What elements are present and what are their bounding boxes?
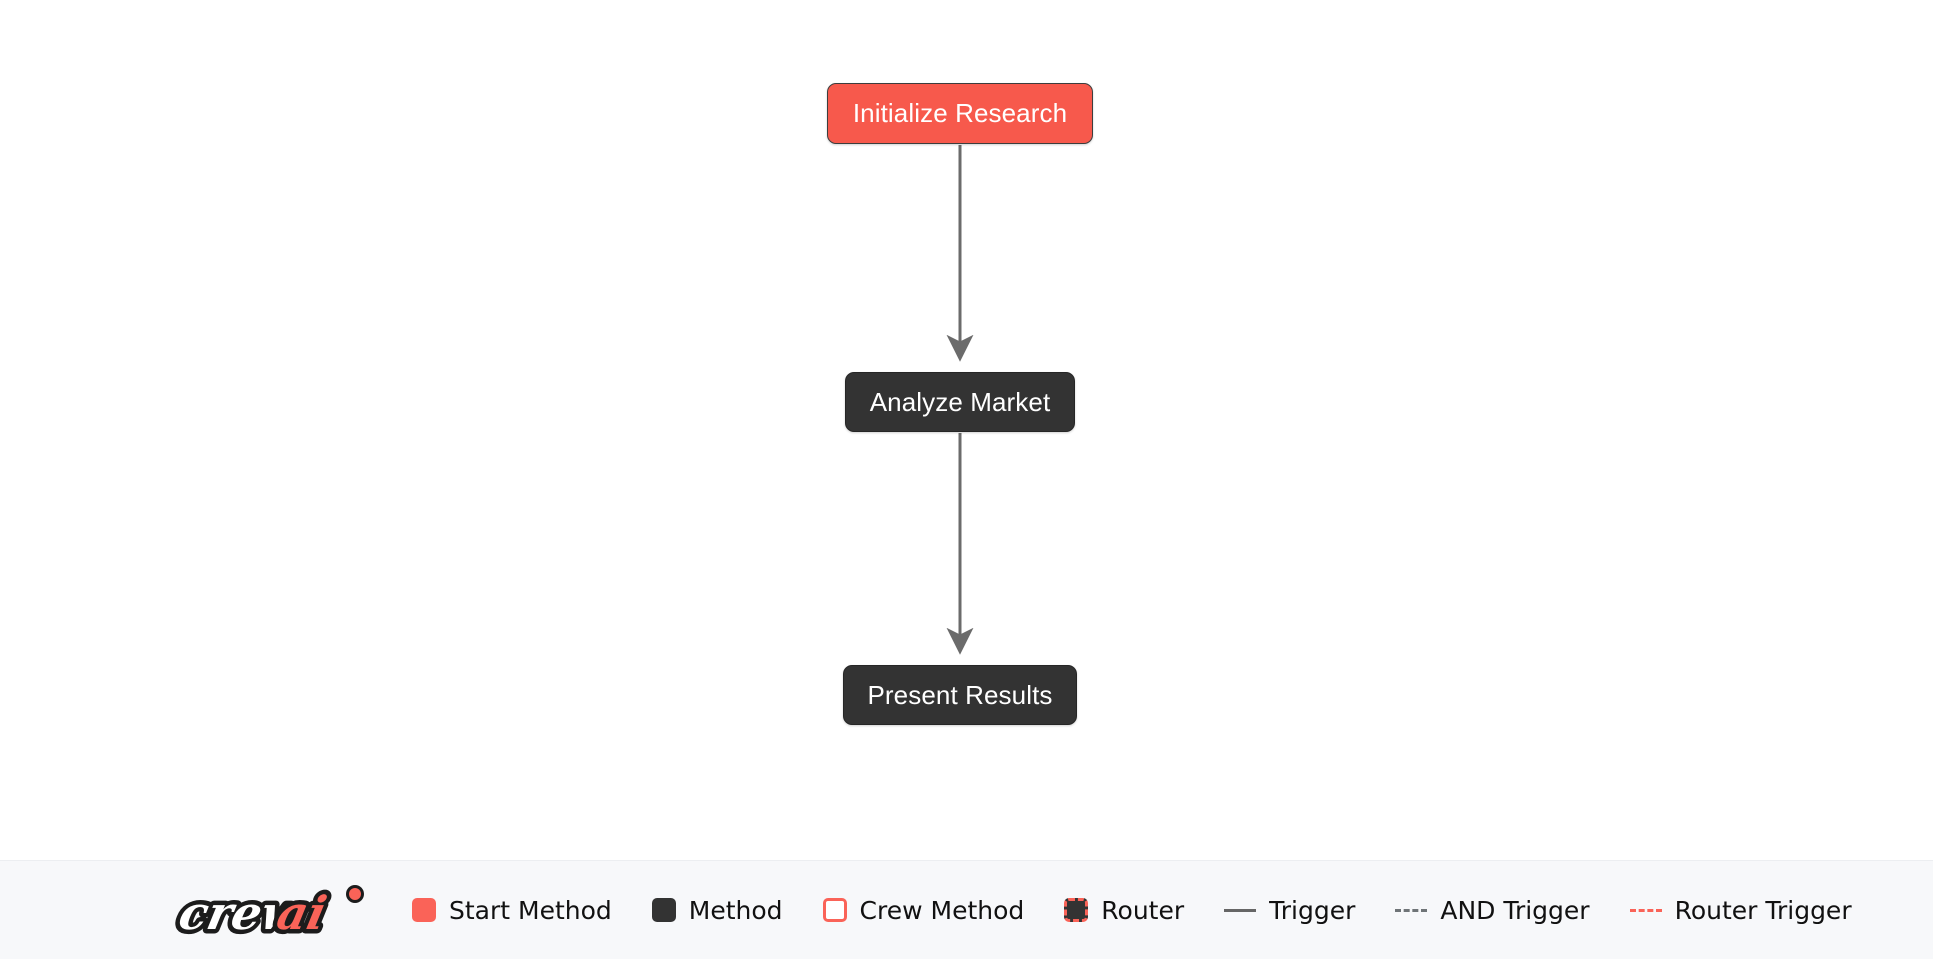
legend-items: Start Method Method Crew Method Router T… xyxy=(412,896,1852,925)
legend-item-label: Router xyxy=(1101,895,1185,925)
flow-node-analyze-market[interactable]: Analyze Market xyxy=(845,372,1075,432)
edge-layer xyxy=(946,145,974,655)
legend-item-label: Method xyxy=(688,895,783,925)
legend-item-crew-method: Crew Method xyxy=(822,895,1025,925)
start-method-swatch-icon xyxy=(412,898,436,922)
router-trigger-line-icon xyxy=(1629,908,1662,912)
legend-item-label: Start Method xyxy=(449,895,612,925)
svg-text:crew: crew xyxy=(174,885,309,939)
flow-canvas[interactable]: Initialize Research Analyze Market Prese… xyxy=(0,0,1933,860)
crew-method-swatch-icon xyxy=(822,898,847,922)
legend-item-method: Method xyxy=(651,895,783,925)
flow-node-label: Analyze Market xyxy=(869,386,1051,417)
flow-node-initialize-research[interactable]: Initialize Research xyxy=(827,83,1093,144)
router-swatch-icon xyxy=(1064,898,1089,922)
legend-item-start-method: Start Method xyxy=(412,896,612,925)
legend-item-label: Router Trigger xyxy=(1674,895,1852,925)
legend-item-router-trigger: Router Trigger xyxy=(1629,895,1852,925)
legend-item-label: AND Trigger xyxy=(1440,895,1590,925)
svg-text:crew: crew xyxy=(174,885,309,939)
legend-item-router: Router xyxy=(1064,896,1184,925)
flow-node-label: Initialize Research xyxy=(852,98,1068,128)
legend-item-and-trigger: AND Trigger xyxy=(1395,895,1590,925)
svg-text:ai: ai xyxy=(272,885,331,939)
svg-text:ai: ai xyxy=(272,885,331,939)
and-trigger-line-icon xyxy=(1395,908,1428,912)
flow-node-label: Present Results xyxy=(867,679,1053,710)
legend-bar: crew crew ai ai Start Method Method Crew… xyxy=(0,860,1933,959)
trigger-line-icon xyxy=(1224,908,1257,912)
legend-item-label: Crew Method xyxy=(859,895,1025,925)
legend-item-trigger: Trigger xyxy=(1224,896,1355,925)
crewai-logo: crew crew ai ai xyxy=(170,881,364,943)
legend-item-label: Trigger xyxy=(1269,895,1356,925)
method-swatch-icon xyxy=(651,898,676,922)
flow-node-present-results[interactable]: Present Results xyxy=(843,665,1077,725)
